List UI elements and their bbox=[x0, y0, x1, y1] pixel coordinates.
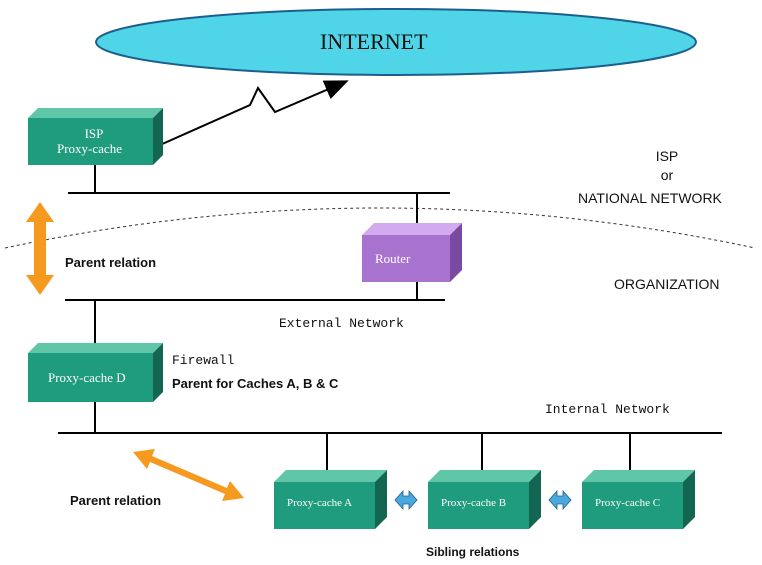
proxy-cache-c-label: Proxy-cache C bbox=[595, 497, 661, 509]
parent-relation-arrow-vertical bbox=[26, 202, 54, 295]
external-network-label: External Network bbox=[279, 316, 404, 331]
proxy-cache-a-label: Proxy-cache A bbox=[287, 497, 353, 509]
isp-proxy-cache-box bbox=[28, 108, 163, 165]
router-label: Router bbox=[375, 251, 411, 266]
isp-proxy-label-2: Proxy-cache bbox=[57, 141, 122, 156]
proxy-cache-a-box bbox=[274, 470, 387, 529]
sibling-relations-label: Sibling relations bbox=[426, 545, 520, 559]
firewall-label: Firewall bbox=[172, 353, 235, 368]
parent-for-caches-label: Parent for Caches A, B & C bbox=[172, 376, 339, 391]
organization-boundary bbox=[4, 207, 756, 249]
internet-cloud bbox=[95, 8, 697, 76]
parent-relation-label-bottom: Parent relation bbox=[70, 493, 162, 508]
sibling-arrow-ab bbox=[394, 489, 418, 511]
proxy-cache-b-label: Proxy-cache B bbox=[441, 497, 507, 509]
parent-relation-arrow-diagonal bbox=[133, 449, 244, 501]
isp-proxy-label-1: ISP bbox=[84, 126, 104, 141]
isp-region-label-1: ISP bbox=[655, 148, 679, 164]
proxy-cache-b-box bbox=[428, 470, 541, 529]
parent-relation-label-top: Parent relation bbox=[65, 255, 157, 270]
isp-region-label-3: NATIONAL NETWORK bbox=[578, 190, 722, 206]
isp-region-label-2: or bbox=[660, 167, 674, 183]
proxy-cache-d-label: Proxy-cache D bbox=[48, 370, 126, 385]
sibling-arrow-bc bbox=[548, 489, 572, 511]
wan-link bbox=[159, 80, 349, 146]
internet-label: INTERNET bbox=[320, 29, 428, 54]
router-box bbox=[362, 223, 462, 282]
internal-network-label: Internal Network bbox=[545, 402, 670, 417]
proxy-cache-d-box bbox=[28, 343, 163, 402]
organization-label: ORGANIZATION bbox=[614, 276, 720, 292]
proxy-cache-c-box bbox=[582, 470, 695, 529]
